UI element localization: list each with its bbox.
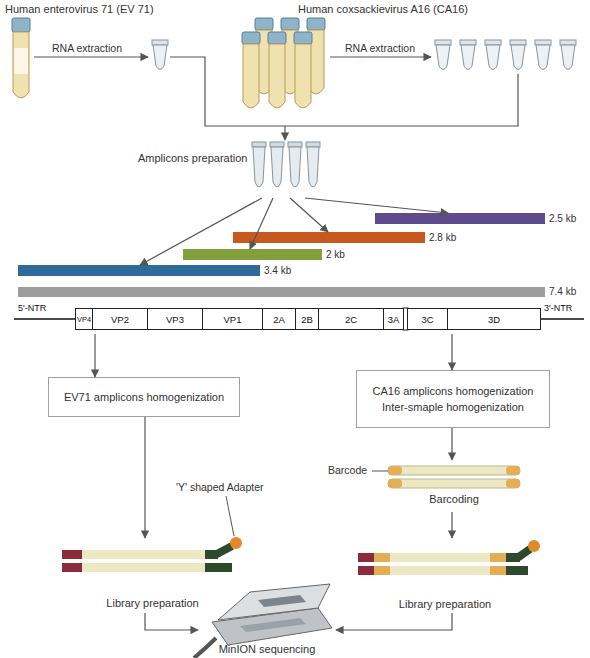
gene-name: 2C [345, 314, 357, 325]
gene-name: 2A [273, 314, 285, 325]
amplicon-group: Amplicons preparation [138, 138, 324, 198]
annotation-label: Barcode [328, 464, 367, 476]
step-label: Library preparation [350, 598, 540, 610]
amplicon-bar: 2 kb [183, 249, 362, 260]
annotation-label: RNA extraction [52, 42, 122, 54]
bar-fill [183, 249, 322, 260]
amplicon-bar: 2.8 kb [233, 232, 465, 243]
gene-segment: 3D [447, 308, 541, 330]
length-label: 2.8 kb [429, 232, 456, 243]
amplicon-bar: 2.5 kb [375, 213, 585, 224]
box-text: CA16 amplicons homogenization [373, 383, 534, 399]
annotation-label: RNA extraction [345, 42, 415, 54]
ntr-label: 5'-NTR [18, 303, 46, 313]
step-label: MinION sequencing [198, 643, 336, 655]
flow-arrow [94, 334, 95, 377]
gene-name: 3C [421, 314, 433, 325]
gene-segment: 3C [407, 308, 448, 330]
extraction-arrows [34, 57, 518, 140]
annotation-label: Human coxsackievirus A16 (CA16) [298, 3, 468, 15]
amplicon-bar: 3.4 kb [18, 265, 300, 276]
rna-tubes [152, 40, 576, 70]
bar-fill [375, 213, 545, 224]
flow-arrow [451, 334, 452, 370]
gene-segment: VP2 [92, 308, 148, 330]
gene-segment: VP1 [202, 308, 263, 330]
barcoding-step: Barcoding [378, 460, 530, 512]
sample-tubes [242, 18, 325, 108]
sequencer-device: MinION sequencing [198, 588, 336, 658]
flow-arrow [290, 198, 328, 232]
flow-arrow [145, 613, 198, 630]
gene-name: VP3 [166, 314, 184, 325]
bar-fill [18, 265, 260, 276]
gene-segment: 2B [295, 308, 319, 330]
flow-arrow [451, 512, 452, 538]
flow-arrow [144, 417, 145, 538]
gene-segment: VP4 [75, 308, 93, 330]
flow-arrow [250, 198, 273, 249]
step-label: Library preparation [55, 597, 250, 609]
genome-map: 5'-NTR 3'-NTR VP4 VP2 VP3 VP1 2A 2B 2C 3A 3C 3D [14, 302, 584, 334]
gene-name: VP4 [77, 315, 91, 324]
annotation-label: 'Y' shaped Adapter [176, 481, 264, 493]
box-text: EV71 amplicons homogenization [64, 389, 224, 405]
gene-name: VP1 [224, 314, 242, 325]
genome-bar: 7.4 kb [18, 287, 585, 297]
gene-name: 3A [388, 314, 400, 325]
step-label: Barcoding [378, 493, 530, 505]
flow-arrow [451, 428, 452, 460]
flow-arrow [140, 198, 262, 265]
gene-segment: 2A [262, 308, 296, 330]
step-label: Amplicons preparation [138, 152, 247, 164]
length-label: 2 kb [326, 249, 345, 260]
gene-segment: 2C [318, 308, 384, 330]
library-step: Library preparation [350, 538, 540, 613]
gene-name: 2B [301, 314, 313, 325]
gene-segment: 3A [383, 308, 404, 330]
adapter-library [62, 496, 242, 572]
bar-fill [233, 232, 425, 243]
gene-segment: VP3 [147, 308, 203, 330]
barcode-strands [372, 466, 520, 488]
length-label: 7.4 kb [549, 287, 576, 297]
sample-tube [12, 18, 30, 98]
length-label: 3.4 kb [264, 265, 291, 276]
amplicon-tubes [252, 142, 320, 187]
flow-arrow [305, 198, 448, 213]
annotation-label: Human enterovirus 71 (EV 71) [5, 3, 154, 15]
process-box: CA16 amplicons homogenizationInter-smapl… [356, 370, 550, 428]
length-label: 2.5 kb [549, 213, 576, 224]
ntr-label: 3'-NTR [544, 303, 572, 313]
box-text: Inter-smaple homogenization [382, 399, 524, 415]
gene-name: 3D [488, 314, 500, 325]
flow-arrow [336, 613, 452, 630]
library-step: Library preparation [55, 538, 250, 613]
process-box: EV71 amplicons homogenization [48, 377, 240, 417]
genome-line [14, 308, 584, 330]
bar-fill [18, 287, 545, 297]
barcoded-library [358, 540, 540, 575]
gene-name: VP2 [111, 314, 129, 325]
